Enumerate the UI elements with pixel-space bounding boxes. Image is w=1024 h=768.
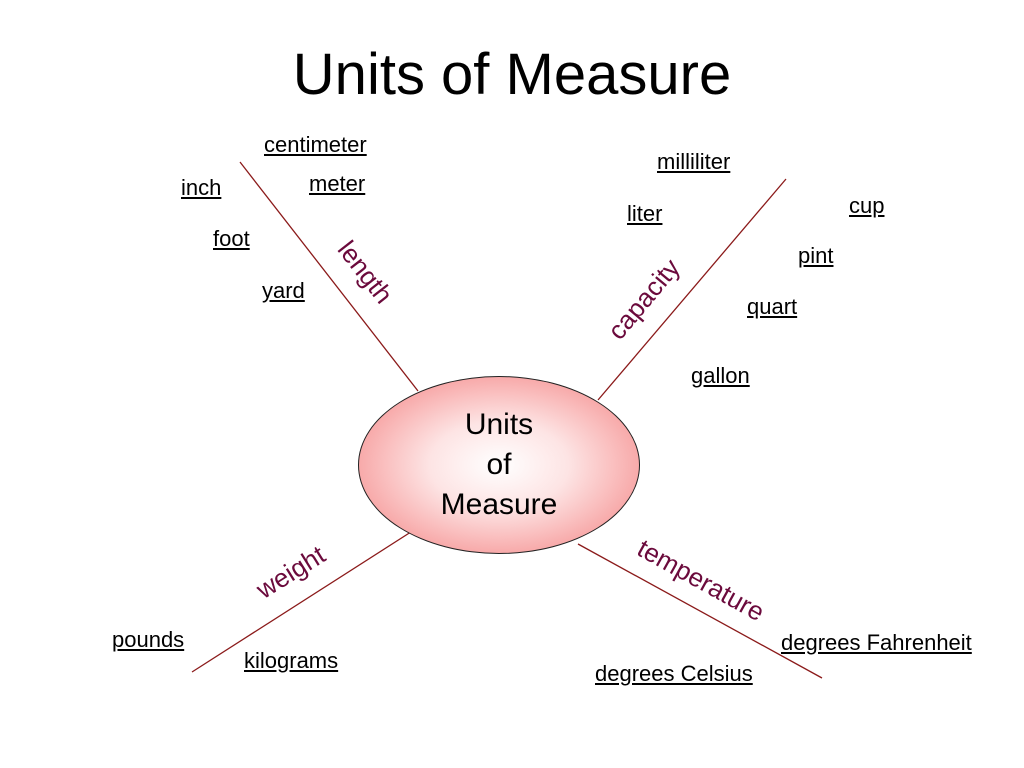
word-degrees-celsius[interactable]: degrees Celsius — [595, 661, 753, 686]
center-text-line2: of — [486, 448, 512, 482]
word-milliliter[interactable]: milliliter — [657, 149, 731, 174]
word-foot[interactable]: foot — [213, 226, 250, 251]
word-liter[interactable]: liter — [627, 201, 663, 226]
word-degrees-fahrenheit[interactable]: degrees Fahrenheit — [781, 630, 972, 655]
word-gallon[interactable]: gallon — [691, 363, 750, 388]
slide-title: Units of Measure — [292, 42, 732, 107]
weight-spoke — [191, 529, 415, 673]
word-quart[interactable]: quart — [747, 294, 798, 319]
center-text-line3: Measure — [440, 487, 558, 521]
word-cup[interactable]: cup — [849, 193, 885, 218]
length-spoke — [239, 161, 419, 392]
word-yard[interactable]: yard — [262, 278, 305, 303]
word-centimeter[interactable]: centimeter — [264, 132, 367, 157]
temperature-spoke — [577, 543, 823, 679]
word-inch[interactable]: inch — [181, 175, 222, 200]
center-ellipse: Units of Measure — [358, 376, 640, 554]
word-pint[interactable]: pint — [798, 243, 834, 268]
word-kilograms[interactable]: kilograms — [244, 648, 339, 673]
capacity-spoke — [597, 178, 787, 401]
center-text-line1: Units — [464, 408, 534, 442]
word-meter[interactable]: meter — [309, 171, 366, 196]
word-pounds[interactable]: pounds — [112, 627, 185, 652]
